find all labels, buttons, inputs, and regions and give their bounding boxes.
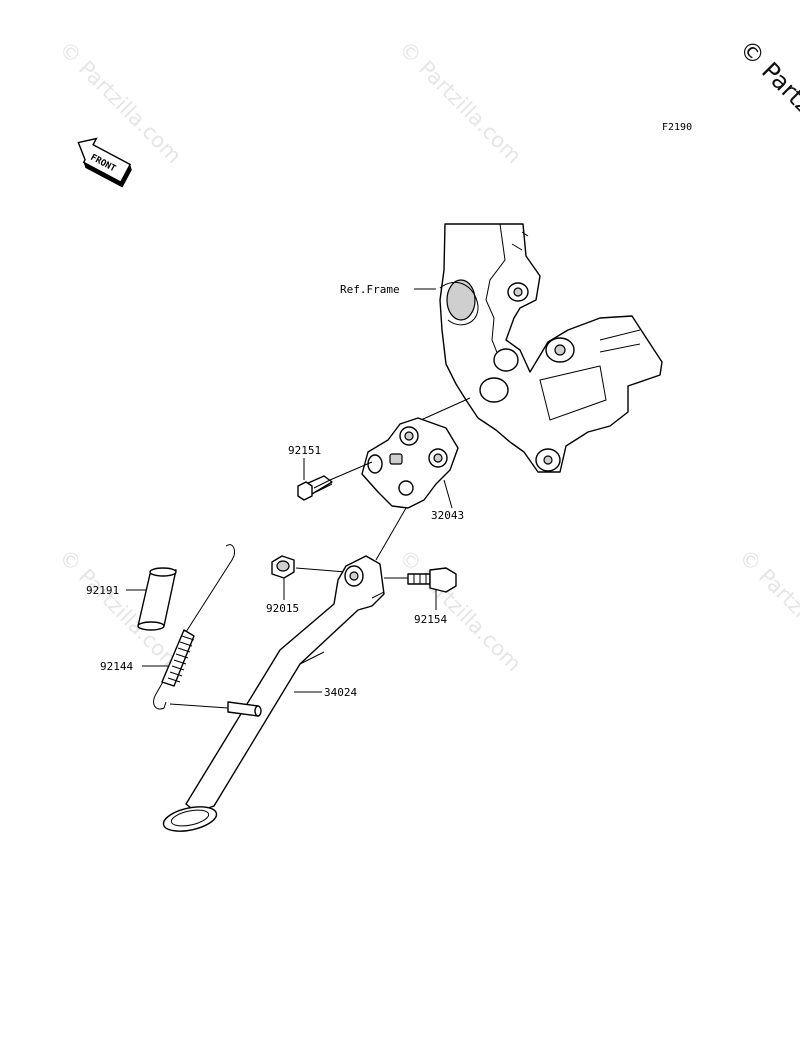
label-ref-frame: Ref.Frame: [340, 283, 400, 296]
label-92154: 92154: [414, 613, 447, 626]
leader-bracket-to-stand: [375, 507, 407, 561]
diagram-code: F2190: [662, 122, 692, 133]
watermark-mid-center: © Partzilla.com: [394, 545, 526, 677]
label-92144: 92144: [100, 660, 133, 673]
part-32043-bracket[interactable]: [361, 417, 459, 509]
part-spring-pin[interactable]: [169, 701, 262, 717]
frame-drawing: [439, 223, 663, 473]
watermark-mid-right: © Partzilla.com: [734, 545, 800, 677]
part-92154-stud[interactable]: [384, 567, 457, 593]
part-34024-side-stand[interactable]: [161, 555, 385, 835]
front-arrow-icon: FRONT: [77, 137, 132, 188]
part-92144-spring[interactable]: [153, 544, 235, 710]
part-92191-collar[interactable]: [137, 567, 177, 631]
part-92015-nut[interactable]: [271, 555, 295, 579]
watermark-top-left: © Partzilla.com: [54, 37, 186, 169]
spring-coils: [167, 635, 195, 683]
part-92151-bolt[interactable]: [297, 461, 373, 501]
watermark-top-center: © Partzilla.com: [394, 37, 526, 169]
label-32043: 32043: [431, 509, 464, 522]
label-92191: 92191: [86, 584, 119, 597]
watermark-corner-top-right: © Partz: [734, 34, 800, 119]
leader-32043: [443, 479, 453, 509]
leader-92015-to-stand: [295, 567, 347, 573]
label-34024: 34024: [324, 686, 357, 699]
label-92015: 92015: [266, 602, 299, 615]
label-92151: 92151: [288, 444, 321, 457]
